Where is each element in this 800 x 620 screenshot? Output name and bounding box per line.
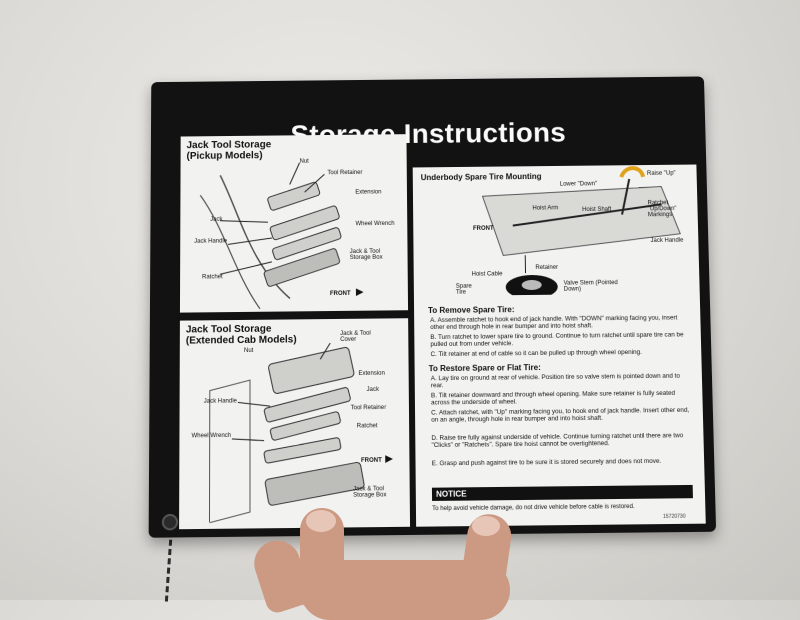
panel-extended-cab-storage: Jack Tool Storage (Extended Cab Models) … bbox=[179, 318, 410, 529]
pickup-label-nut: Nut bbox=[300, 159, 309, 165]
remove-heading: To Remove Spare Tire: bbox=[428, 305, 515, 315]
extended-label-ratchet: Ratchet bbox=[357, 423, 378, 429]
remove-step: B. Turn ratchet to lower spare tire to g… bbox=[430, 331, 693, 348]
front-arrow-icon: ▶ bbox=[385, 453, 393, 464]
restore-step: A. Lay tire on ground at rear of vehicle… bbox=[431, 372, 694, 389]
underbody-label-raise: Raise "Up" bbox=[647, 171, 676, 177]
extended-label-jack-handle: Jack Handle bbox=[204, 398, 237, 404]
extended-label-tool-retainer: Tool Retainer bbox=[351, 405, 387, 411]
restore-step: E. Grasp and push against tire to be sur… bbox=[432, 457, 697, 467]
instruction-sheet: Storage Instructions Jack Tool Storage (… bbox=[149, 76, 716, 537]
restore-step: C. Attach ratchet, with "Up" marking fac… bbox=[431, 407, 695, 425]
pickup-label-wheel-wrench: Wheel Wrench bbox=[355, 221, 395, 227]
made-in-usa: in the U.S.A. bbox=[179, 523, 213, 530]
hand-fingernail bbox=[306, 510, 336, 532]
remove-step: C. Tilt retainer at end of cable so it c… bbox=[430, 348, 693, 358]
pickup-label-jack: Jack bbox=[210, 217, 222, 223]
pickup-label-front: FRONT bbox=[330, 291, 351, 297]
underbody-label-valve-stem: Valve Stem (Pointed Down) bbox=[564, 280, 624, 293]
part-number: 15720730 bbox=[663, 514, 686, 520]
pickup-label-jack-handle: Jack Handle bbox=[194, 238, 227, 244]
restore-heading: To Restore Spare or Flat Tire: bbox=[429, 363, 541, 373]
restore-step: B. Tilt retainer downward and through wh… bbox=[431, 390, 695, 408]
photo-scene: Storage Instructions Jack Tool Storage (… bbox=[0, 0, 800, 600]
underbody-label-hoist-cable: Hoist Cable bbox=[472, 271, 503, 277]
pickup-label-storage-box: Jack & Tool Storage Box bbox=[350, 249, 400, 261]
underbody-label-hoist-shaft: Hoist Shaft bbox=[582, 207, 611, 213]
hand-fingernail bbox=[472, 516, 500, 536]
extended-label-storage-box: Jack & Tool Storage Box bbox=[353, 486, 400, 499]
extended-label-wheel-wrench: Wheel Wrench bbox=[192, 433, 232, 440]
notice-label: NOTICE bbox=[432, 485, 693, 501]
notice-text: To help avoid vehicle damage, do not dri… bbox=[432, 503, 693, 512]
extended-label-extension: Extension bbox=[358, 371, 385, 377]
panel-underbody-spare-tire: Underbody Spare Tire Mounting Lower "Dow… bbox=[413, 165, 706, 527]
extended-label-front: FRONT bbox=[361, 458, 382, 464]
remove-step: A. Assemble ratchet to hook end of jack … bbox=[430, 314, 693, 331]
panel-pickup-storage: Jack Tool Storage (Pickup Models) Nut To… bbox=[180, 134, 408, 312]
pickup-label-ratchet: Ratchet bbox=[202, 274, 223, 280]
underbody-label-hoist-arm: Hoist Arm bbox=[532, 205, 558, 211]
underbody-label-spare-tire: Spare Tire bbox=[456, 284, 478, 296]
extended-label-jack: Jack bbox=[367, 387, 379, 393]
underbody-label-ratchet-markings: Ratchet "Up/Down" Markings bbox=[648, 200, 692, 218]
underbody-label-lower: Lower "Down" bbox=[560, 181, 597, 187]
pickup-label-extension: Extension bbox=[355, 189, 381, 195]
extended-label-tool-cover: Jack & Tool Cover bbox=[340, 330, 384, 342]
hand-palm bbox=[300, 560, 510, 620]
underbody-label-front: FRONT bbox=[473, 226, 494, 232]
extended-label-nut: Nut bbox=[244, 348, 253, 354]
pickup-label-tool-retainer: Tool Retainer bbox=[327, 170, 362, 176]
front-arrow-icon: ▶ bbox=[356, 287, 364, 298]
grommet-hole bbox=[162, 514, 178, 531]
underbody-label-jack-handle: Jack Handle bbox=[650, 238, 683, 244]
underbody-diagram bbox=[413, 165, 700, 297]
underbody-label-retainer: Retainer bbox=[535, 265, 558, 271]
restore-step: D. Raise tire fully against underside of… bbox=[431, 432, 695, 450]
